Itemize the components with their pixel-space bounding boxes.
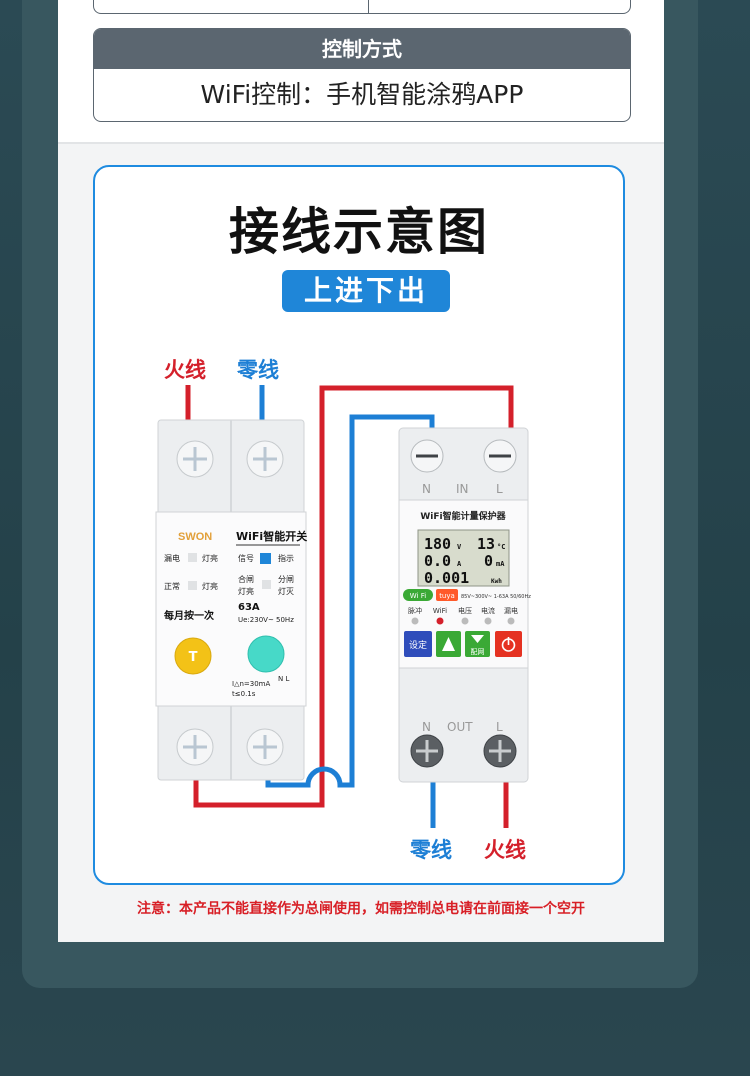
- wifi-breaker: SWON WiFi智能开关 漏电 灯亮 正常 灯亮 每月按一次 信号 指示 合闸…: [155, 419, 307, 781]
- lcd-leak-unit: mA: [496, 560, 505, 568]
- set-button: [404, 631, 432, 657]
- control-method-header: 控制方式: [94, 29, 630, 69]
- diagram-title: 接线示意图: [229, 203, 489, 261]
- meter-bottom-out: OUT: [447, 720, 473, 734]
- lcd-leak: 0: [484, 552, 493, 570]
- breaker-spec: Ue:230V~ 50Hz: [238, 616, 294, 624]
- indicator-leak: 漏电: [504, 606, 518, 615]
- input-live-label: 火线: [164, 358, 206, 382]
- meter-bottom-l: L: [496, 720, 503, 734]
- label-close-on: 灯亮: [238, 586, 254, 596]
- lcd-energy-unit: Kwh: [491, 578, 502, 585]
- lcd-voltage-unit: V: [457, 543, 462, 551]
- divider: [58, 142, 664, 144]
- meter-spec: 85V~300V~ 1-63A 50/60Hz: [461, 594, 531, 600]
- wifi-badge: Wi Fi: [410, 592, 426, 600]
- control-method-value: WiFi控制：手机智能涂鸦APP: [200, 80, 524, 109]
- control-method-table: 控制方式 WiFi控制：手机智能涂鸦APP: [93, 28, 631, 122]
- spec-table-bottom: [93, 0, 631, 14]
- wire-neutral-bridge: [265, 414, 435, 788]
- breaker-nl: N L: [278, 675, 289, 683]
- pair-button: [465, 631, 490, 657]
- breaker-rating: 63A: [238, 602, 260, 613]
- indicator-voltage: 电压: [458, 606, 472, 615]
- meter-title: WiFi智能计量保护器: [420, 510, 506, 522]
- lcd-current-unit: A: [457, 560, 462, 568]
- lcd-voltage: 180: [424, 535, 451, 553]
- output-neutral-label: 零线: [410, 838, 452, 862]
- meter-bottom-n: N: [422, 720, 431, 734]
- tuya-badge: tuya: [439, 592, 455, 600]
- lcd-temp: 13: [477, 535, 495, 553]
- lcd-temp-unit: °C: [497, 543, 505, 551]
- test-button-label: T: [189, 650, 198, 665]
- label-close: 合闸: [238, 574, 254, 584]
- pair-button-label: 配网: [471, 648, 485, 656]
- indicator-pulse: 脉冲: [408, 606, 422, 615]
- label-open: 分闸: [278, 575, 294, 584]
- label-indicator: 指示: [278, 553, 294, 563]
- label-leak: 漏电: [164, 553, 180, 563]
- indicator-wifi: WiFi: [433, 607, 447, 615]
- wire-live-bridge: [193, 385, 514, 808]
- label-normal-on: 灯亮: [202, 581, 218, 591]
- label-signal: 信号: [238, 553, 254, 563]
- input-neutral-label: 零线: [237, 358, 279, 382]
- breaker-brand: SWON: [178, 531, 212, 543]
- set-button-label: 设定: [409, 639, 427, 651]
- meter-top-l: L: [496, 482, 503, 496]
- up-arrow-icon: [442, 637, 455, 651]
- diagram-badge: 上进下出: [282, 270, 450, 312]
- breaker-trip-time: t≤0.1s: [232, 690, 256, 698]
- label-leak-on: 灯亮: [202, 553, 218, 563]
- wifi-meter-protector: N IN L N OUT L WiFi智能计量保护器 180 V 13 °C 0…: [398, 427, 531, 783]
- label-monthly-test: 每月按一次: [164, 609, 214, 622]
- lcd-energy: 0.001: [424, 569, 469, 587]
- indicator-current: 电流: [481, 606, 495, 615]
- lcd-current: 0.0: [424, 552, 451, 570]
- meter-top-n: N: [422, 482, 431, 496]
- label-open-off: 灯灭: [278, 586, 294, 596]
- label-normal: 正常: [164, 582, 180, 591]
- breaker-trip-current: I△n=30mA: [232, 680, 270, 688]
- output-live-label: 火线: [484, 838, 526, 862]
- breaker-header: WiFi智能开关: [236, 529, 307, 543]
- meter-top-in: IN: [456, 482, 469, 496]
- down-arrow-icon: [471, 635, 484, 643]
- footer-note: 注意：本产品不能直接作为总闸使用，如需控制总电请在前面接一个空开: [137, 901, 585, 917]
